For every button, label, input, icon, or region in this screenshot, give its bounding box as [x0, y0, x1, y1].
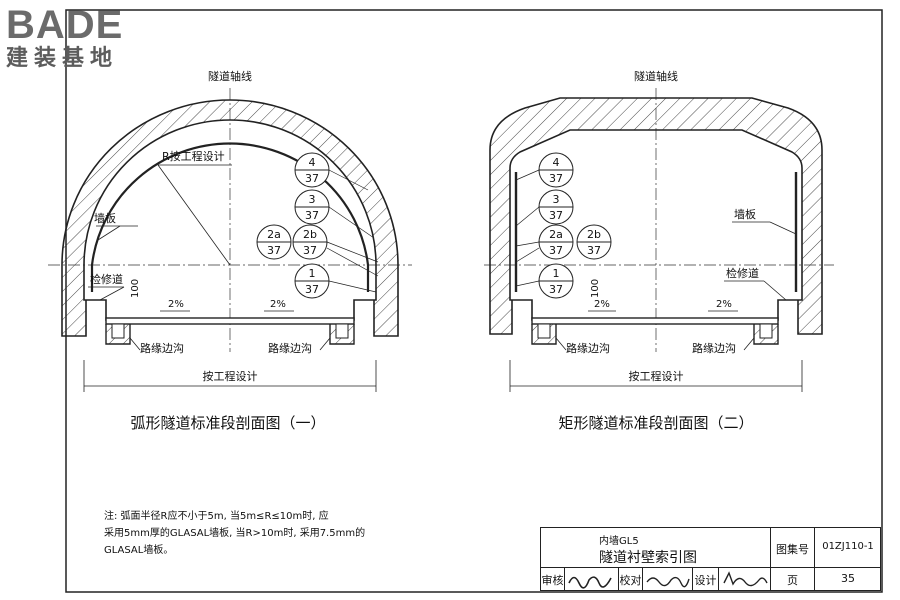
index-mark: 2b 37: [576, 224, 612, 260]
page-number: 35: [841, 572, 855, 585]
review-label: 审核: [541, 568, 565, 590]
index-mark: 1 37: [538, 263, 574, 299]
sheet-frame: [65, 9, 883, 593]
svg-text:37: 37: [549, 172, 563, 185]
tunnel-axis-label: 隧道轴线: [634, 69, 678, 83]
site-logo: BADE 建装基地: [6, 4, 176, 72]
road-slab: [105, 317, 355, 325]
design-signature: [719, 568, 771, 590]
svg-text:37: 37: [267, 244, 281, 257]
atlas-number: 01ZJ110-1: [815, 528, 881, 568]
svg-text:3: 3: [553, 193, 560, 206]
design-label: 设计: [693, 568, 719, 590]
width-dimension-label: 按工程设计: [203, 369, 258, 383]
radius-label: R按工程设计: [162, 149, 225, 163]
rectangular-tunnel-section: 隧道轴线 墙板 检修道 100 2% 2% 路缘边沟 路缘边沟 按工程设计: [484, 69, 834, 432]
index-mark: 2b 37: [292, 224, 328, 260]
right-ditch-channel: [759, 323, 773, 339]
svg-text:37: 37: [549, 244, 563, 257]
svg-text:2a: 2a: [549, 228, 563, 241]
check-label: 校对: [619, 568, 643, 590]
left-ditch-channel: [537, 323, 551, 339]
design-note: 注: 弧面半径R应不小于5m, 当5m≤R≤10m时, 应 采用5mm厚的GLA…: [104, 508, 404, 559]
index-mark: 4 37: [294, 152, 330, 188]
svg-text:37: 37: [305, 209, 319, 222]
svg-text:1: 1: [309, 267, 316, 280]
slope-right: 2%: [716, 299, 732, 310]
page-label: 页: [771, 568, 815, 590]
title-block: 内墙GL5 隧道衬壁索引图 图集号 01ZJ110-1 审核 校对 设计 页 3…: [540, 527, 881, 591]
signature-scribble: [646, 576, 690, 588]
svg-text:2b: 2b: [587, 228, 601, 241]
ditch-right-leader: [319, 337, 331, 351]
note-line: 采用5mm厚的GLASAL墙板, 当R>10m时, 采用7.5mm的: [104, 528, 366, 539]
title-cell: 内墙GL5 隧道衬壁索引图: [541, 528, 771, 568]
ditch-right-label: 路缘边沟: [692, 342, 736, 355]
slope-left: 2%: [168, 299, 184, 310]
ditch-left-leader: [555, 337, 567, 351]
ditch-left-label: 路缘边沟: [140, 342, 184, 355]
service-way-leader-tip: [763, 280, 787, 301]
ditch-left-label: 路缘边沟: [566, 342, 610, 355]
right-caption: 矩形隧道标准段剖面图（二）: [558, 414, 753, 432]
slope-right: 2%: [270, 299, 286, 310]
review-signature: [565, 568, 619, 590]
index-mark: 3 37: [538, 189, 574, 225]
logo-subtitle: 建装基地: [6, 46, 119, 71]
svg-text:37: 37: [549, 209, 563, 222]
arched-lining: [61, 99, 399, 337]
svg-text:37: 37: [549, 283, 563, 296]
wall-panel-line: [90, 142, 370, 292]
service-way-label: 检修道: [726, 266, 759, 280]
logo-mark: BADE: [6, 3, 124, 47]
height-mark: 100: [590, 279, 601, 298]
svg-text:4: 4: [553, 156, 560, 169]
index-mark: 2a 37: [538, 224, 574, 260]
arched-tunnel-section: 隧道轴线 R按工程设计 墙板 检修道 100 2% 2% 路缘边沟: [48, 69, 412, 432]
svg-text:1: 1: [553, 267, 560, 280]
index-mark: 3 37: [294, 189, 330, 225]
ditch-left-leader: [129, 337, 141, 351]
height-mark: 100: [130, 279, 141, 298]
tunnel-axis-label: 隧道轴线: [208, 69, 252, 83]
check-signature: [643, 568, 693, 590]
title-text: 隧道衬壁索引图: [599, 550, 697, 566]
width-dimension-label: 按工程设计: [629, 369, 684, 383]
slope-left: 2%: [594, 299, 610, 310]
svg-text:3: 3: [309, 193, 316, 206]
radius-leader: [157, 164, 231, 266]
right-ditch-channel: [335, 323, 349, 339]
wall-panel-label: 墙板: [734, 207, 756, 221]
svg-text:37: 37: [303, 244, 317, 257]
right-index-circles: 4 37 3 37 2a 37 2b 37: [515, 152, 612, 299]
left-ditch-channel: [111, 323, 125, 339]
ditch-right-label: 路缘边沟: [268, 342, 312, 355]
svg-text:2a: 2a: [267, 228, 281, 241]
wall-panel-leader-tip: [97, 225, 121, 241]
note-line: 注: 弧面半径R应不小于5m, 当5m≤R≤10m时, 应: [104, 511, 329, 522]
index-mark: 2a 37: [256, 224, 292, 260]
wall-panel-leader-tip: [769, 221, 797, 235]
road-slab: [531, 317, 779, 325]
svg-text:2b: 2b: [303, 228, 317, 241]
atlas-label: 图集号: [771, 528, 815, 568]
left-caption: 弧形隧道标准段剖面图（一）: [130, 414, 325, 432]
svg-text:37: 37: [587, 244, 601, 257]
title-category: 内墙GL5: [599, 536, 639, 547]
index-mark: 1 37: [294, 263, 330, 299]
svg-text:37: 37: [305, 172, 319, 185]
svg-text:4: 4: [309, 156, 316, 169]
service-way-label: 检修道: [90, 272, 123, 286]
svg-text:37: 37: [305, 283, 319, 296]
index-mark: 4 37: [538, 152, 574, 188]
ditch-right-leader: [743, 337, 755, 351]
signature-scribble: [568, 576, 612, 589]
note-line: GLASAL墙板。: [104, 545, 174, 556]
service-way-leader-tip: [99, 286, 125, 301]
left-index-circles: 4 37 3 37 2a 37 2b 37: [256, 152, 379, 299]
wall-panel-label: 墙板: [94, 211, 116, 225]
signature-scribble: [723, 571, 768, 587]
